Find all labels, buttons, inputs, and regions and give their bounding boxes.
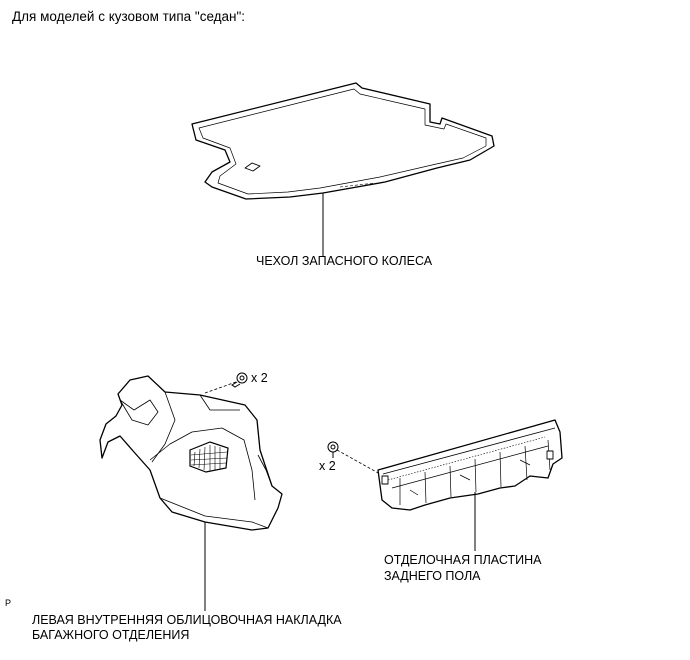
left-trim-label-line2: БАГАЖНОГО ОТДЕЛЕНИЯ xyxy=(32,628,190,642)
spare-cover-label: ЧЕХОЛ ЗАПАСНОГО КОЛЕСА xyxy=(256,254,433,268)
left-trim-label-line1: ЛЕВАЯ ВНУТРЕННЯЯ ОБЛИЦОВОЧНАЯ НАКЛАДКА xyxy=(32,613,342,627)
rear-plate-label-line2: ЗАДНЕГО ПОЛА xyxy=(384,569,481,583)
figure-code: P xyxy=(5,598,12,608)
left-clip-qty: x 2 xyxy=(251,371,268,385)
right-clip-dashed-leader xyxy=(336,449,381,475)
left-clip-dashed-leader xyxy=(204,381,237,394)
left-clip-icon xyxy=(231,372,248,388)
right-clip-icon xyxy=(327,441,339,458)
rear-floor-finish-plate xyxy=(377,419,563,511)
rear-plate-label-line1: ОТДЕЛОЧНАЯ ПЛАСТИНА xyxy=(384,553,542,567)
spare-wheel-cover xyxy=(191,82,495,200)
page-title: Для моделей с кузовом типа "седан": xyxy=(12,9,246,24)
vent-grille xyxy=(189,441,229,473)
right-clip-qty: x 2 xyxy=(319,459,336,473)
